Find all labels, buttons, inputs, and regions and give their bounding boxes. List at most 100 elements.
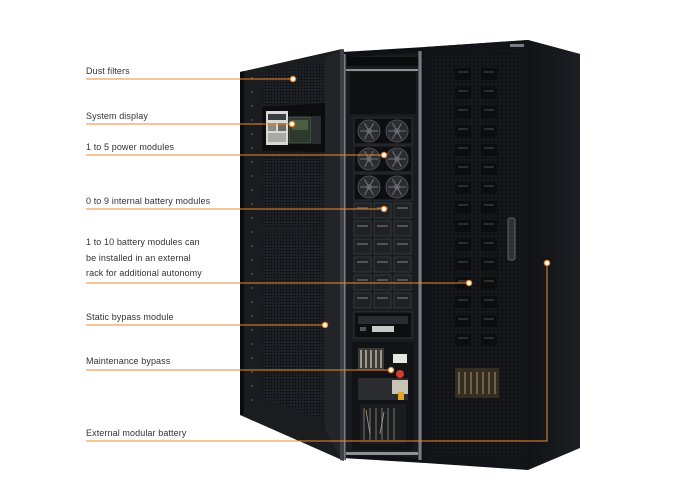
battery-module: [373, 292, 392, 309]
label-internal-battery: 0 to 9 internal battery modules: [86, 194, 210, 210]
callout-lines: [86, 75, 551, 442]
rivet: [251, 189, 253, 191]
rivet: [251, 273, 253, 275]
external-battery-slot: [481, 258, 497, 270]
external-battery-slot: [481, 125, 497, 137]
label-line: 0 to 9 internal battery modules: [86, 196, 211, 206]
rivet: [251, 329, 253, 331]
battery-module: [373, 220, 392, 237]
callout-marker: [380, 205, 388, 213]
label-power-modules: 1 to 5 power modules: [86, 140, 174, 156]
external-battery-slot: [481, 163, 497, 175]
battery-module: [393, 220, 412, 237]
external-battery-slot: [481, 334, 497, 346]
rivet: [251, 357, 253, 359]
label-line: 1 to 5 power modules: [86, 142, 175, 152]
label-line: Dust filters: [86, 66, 130, 76]
rivet: [251, 371, 253, 373]
external-battery-slot: [481, 144, 497, 156]
internal-battery-modules: [353, 202, 412, 309]
external-battery-slot: [481, 182, 497, 194]
maintenance-bypass-switch: [396, 370, 404, 378]
callout-marker: [321, 321, 329, 329]
battery-module: [373, 238, 392, 255]
battery-module: [373, 256, 392, 273]
label-dust-filters: Dust filters: [86, 64, 130, 80]
door-rivets: [251, 77, 253, 401]
battery-module: [353, 256, 372, 273]
external-battery-slot: [455, 220, 471, 232]
battery-module: [393, 256, 412, 273]
rivet: [251, 175, 253, 177]
battery-module: [353, 238, 372, 255]
rivet: [251, 203, 253, 205]
label-static-bypass: Static bypass module: [86, 310, 174, 326]
battery-module: [353, 220, 372, 237]
rivet: [251, 287, 253, 289]
external-battery-slot: [455, 106, 471, 118]
external-battery-cabinet: [425, 40, 580, 470]
rivet: [251, 259, 253, 261]
callout-marker: [380, 151, 388, 159]
rivet: [251, 217, 253, 219]
label-maintenance-bypass: Maintenance bypass: [86, 354, 170, 370]
callout-line: [86, 263, 548, 442]
external-battery-slot: [455, 258, 471, 270]
battery-module: [353, 202, 372, 219]
callout-marker: [288, 120, 296, 128]
external-battery-slot: [481, 315, 497, 327]
rivet: [251, 245, 253, 247]
external-battery-slots: [455, 68, 497, 346]
label-line: 1 to 10 battery modules can: [86, 237, 200, 247]
external-battery-slot: [481, 68, 497, 80]
external-battery-slot: [455, 296, 471, 308]
callout-marker: [543, 259, 551, 267]
rivet: [251, 161, 253, 163]
rivet: [251, 91, 253, 93]
dust-filter-top: [262, 63, 325, 105]
rivet: [251, 385, 253, 387]
external-battery-slot: [455, 201, 471, 213]
label-line: Static bypass module: [86, 312, 174, 322]
static-bypass-module: [353, 311, 413, 339]
external-battery-slot: [455, 334, 471, 346]
rivet: [251, 399, 253, 401]
rivet: [251, 105, 253, 107]
ups-front-door: [240, 49, 344, 461]
label-external-battery: External modular battery: [86, 426, 186, 442]
external-battery-slot: [481, 296, 497, 308]
external-battery-slot: [481, 87, 497, 99]
external-cabinet-terminals: [455, 368, 499, 398]
callout-marker: [289, 75, 297, 83]
label-line: be installed in an external: [86, 252, 191, 263]
external-battery-slot: [455, 144, 471, 156]
battery-module: [393, 292, 412, 309]
label-line: System display: [86, 111, 148, 121]
battery-module: [353, 292, 372, 309]
external-battery-slot: [481, 106, 497, 118]
external-battery-slot: [481, 277, 497, 289]
label-line: rack for additional autonomy: [86, 268, 202, 278]
external-cabinet-handle: [507, 217, 516, 261]
rivet: [251, 119, 253, 121]
external-battery-slot: [455, 87, 471, 99]
label-line: Maintenance bypass: [86, 356, 171, 366]
external-battery-slot: [455, 239, 471, 251]
maintenance-bypass-area: [352, 342, 414, 450]
external-battery-slot: [455, 68, 471, 80]
external-battery-slot: [481, 201, 497, 213]
rivet: [251, 315, 253, 317]
rivet: [251, 147, 253, 149]
dust-filter-lower: [262, 233, 325, 420]
label-line: External modular battery: [86, 428, 187, 438]
rivet: [251, 231, 253, 233]
external-battery-slot: [481, 220, 497, 232]
ups-main-cabinet: [342, 47, 425, 463]
label-external-rack: 1 to 10 battery modules can be installed…: [86, 235, 202, 282]
dust-filter-middle: [262, 155, 325, 230]
rivet: [251, 133, 253, 135]
power-modules: [353, 117, 413, 201]
external-battery-slot: [455, 315, 471, 327]
rivet: [251, 343, 253, 345]
